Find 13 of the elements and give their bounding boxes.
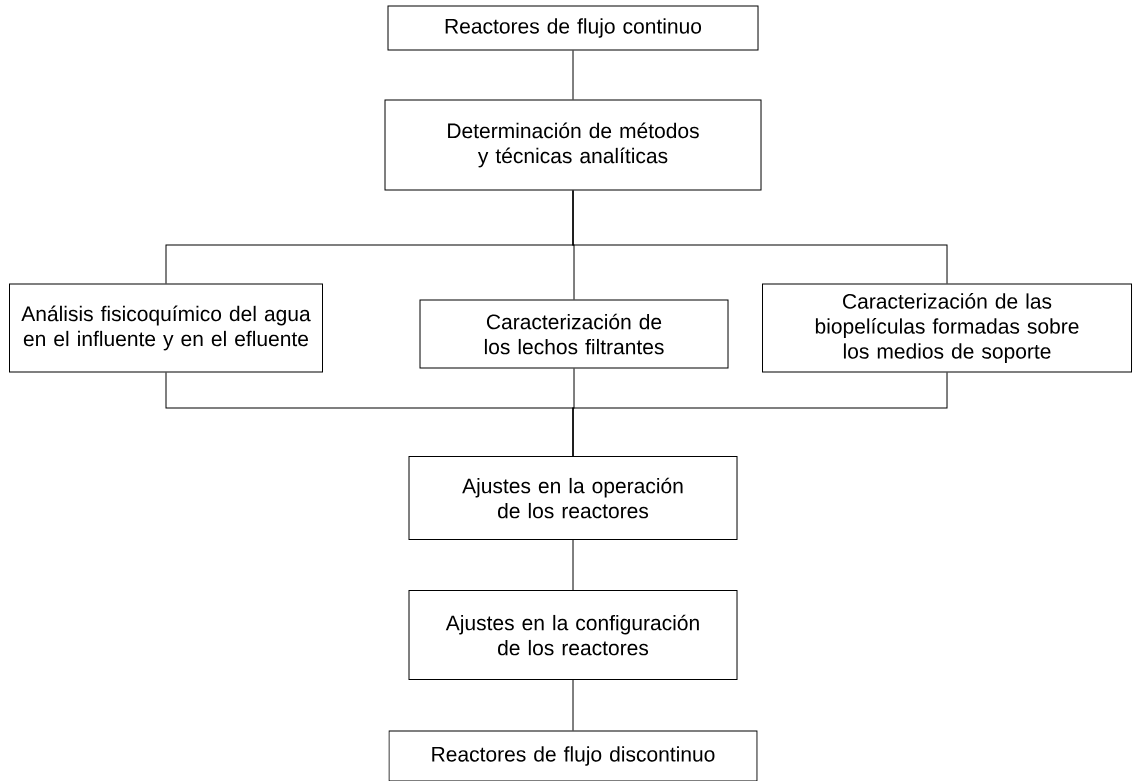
connector-line (572, 50, 574, 100)
process-box: Análisis fisicoquímico del agua en el influente y en el efluente (9, 283, 323, 373)
process-box: Reactores de flujo discontinuo (388, 730, 758, 781)
connector-line (572, 372, 948, 457)
process-box: Ajustes en la configuración de los reactores (408, 590, 738, 680)
process-box: Ajustes en la operación de los reactores (408, 456, 738, 540)
connector-line (572, 679, 574, 731)
process-box: Determinación de métodos y técnicas analíticas (384, 99, 762, 191)
process-box: Reactores de flujo continuo (387, 5, 759, 51)
connector-line (572, 539, 574, 591)
process-box: Caracterización de las biopelículas formadas sobre los medios de soporte (762, 283, 1132, 373)
process-box: Caracterización de los lechos filtrantes (419, 299, 729, 369)
connector-line (572, 190, 948, 284)
